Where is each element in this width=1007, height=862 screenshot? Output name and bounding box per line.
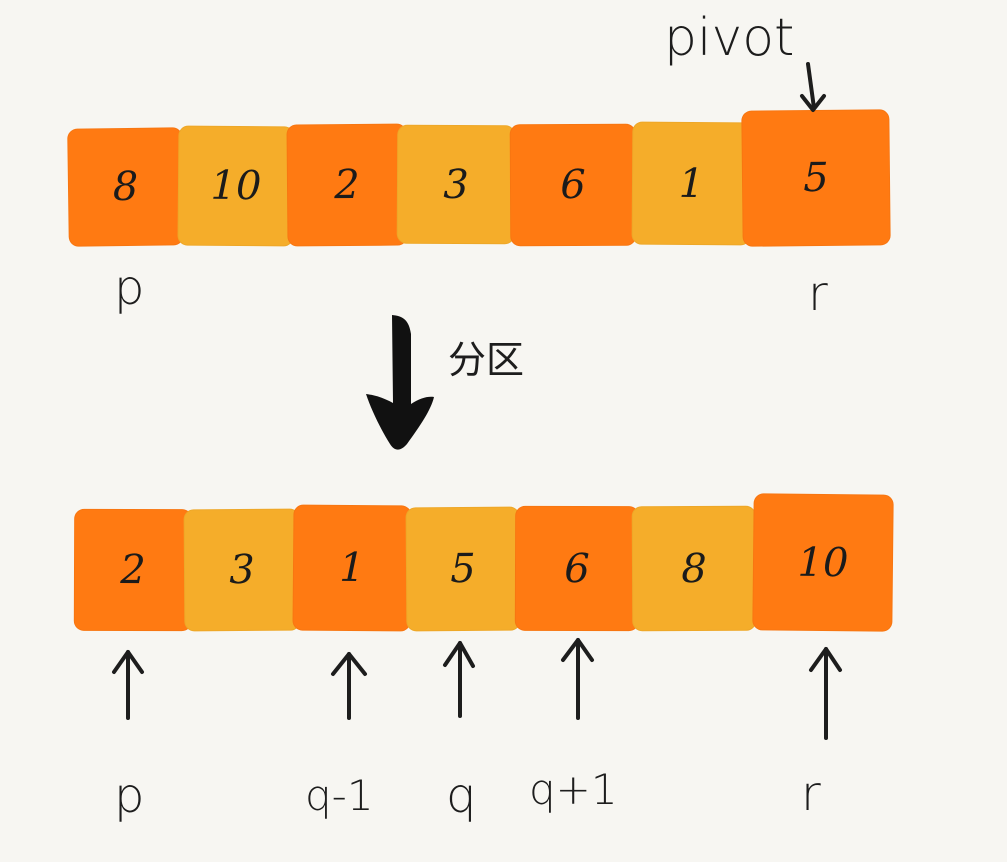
top-cell-1-value: 8 (112, 163, 139, 211)
top-cell-3-value: 2 (334, 161, 360, 209)
top-label-r: r (808, 266, 828, 322)
bottom-cell-1: 2 (73, 508, 193, 632)
bottom-cell-6-value: 8 (681, 545, 707, 592)
bottom-cell-6: 8 (631, 505, 757, 632)
top-cell-7: 5 (741, 109, 891, 247)
bottom-label-p: p (114, 768, 145, 824)
bottom-cell-7: 10 (752, 493, 894, 632)
bottom-label-q-plus-1: q+1 (529, 765, 618, 814)
top-cell-5: 6 (509, 123, 637, 247)
bottom-cell-4-value: 5 (450, 545, 476, 593)
bottom-label-q-1: q-1 (305, 771, 374, 820)
bottom-arrows (112, 638, 842, 740)
top-cell-4-value: 3 (443, 161, 469, 208)
bottom-cell-4: 5 (405, 506, 521, 632)
top-cell-6: 1 (631, 121, 752, 246)
top-cell-7-value: 5 (803, 154, 829, 202)
top-cell-1: 8 (67, 127, 184, 247)
top-cell-2-value: 10 (210, 162, 262, 210)
top-cell-4: 3 (396, 124, 516, 245)
bottom-label-q: q (446, 768, 477, 824)
pivot-label: pivot (664, 8, 795, 68)
pivot-arrow (800, 62, 826, 112)
partition-down-arrow (366, 315, 434, 450)
bottom-cell-2-value: 3 (229, 546, 255, 594)
bottom-label-r: r (801, 766, 821, 822)
bottom-cell-1-value: 2 (120, 546, 146, 594)
top-cell-6-value: 1 (678, 160, 705, 207)
partition-label: 分区 (448, 338, 525, 382)
bottom-cell-7-value: 10 (797, 539, 849, 586)
bottom-cell-5-value: 6 (564, 545, 590, 592)
top-label-p: p (114, 260, 145, 316)
bottom-cell-2: 3 (183, 508, 301, 632)
bottom-cell-3-value: 1 (339, 544, 365, 592)
top-cell-3: 2 (286, 123, 408, 247)
top-cell-2: 10 (177, 125, 295, 247)
bottom-cell-3: 1 (292, 504, 412, 632)
top-cell-5-value: 6 (560, 161, 586, 209)
bottom-cell-5: 6 (514, 505, 640, 632)
